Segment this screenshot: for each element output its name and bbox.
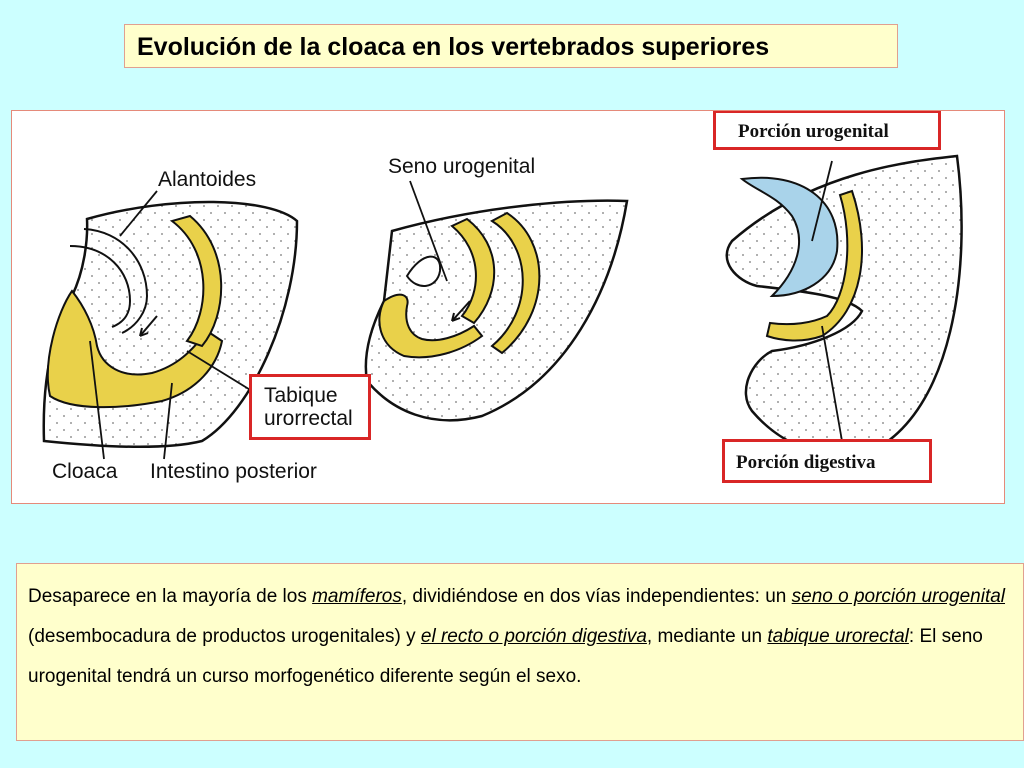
callout-tabique-urorrectal: Tabique urorrectal [249,374,371,440]
text-part-1: Desaparece en la mayoría de los [28,586,313,607]
label-intestino-posterior: Intestino posterior [150,460,317,483]
page-title: Evolución de la cloaca en los vertebrado… [137,33,770,61]
label-seno-urogenital: Seno urogenital [388,155,536,178]
stage-1-drawing [42,190,299,460]
text-part-4: , mediante un [646,626,768,647]
label-alantoides: Alantoides [158,168,257,191]
stage-2-drawing [364,180,629,422]
embryology-figure: Alantoides Cloaca Intestino posterior Se… [11,110,1005,504]
title-box: Evolución de la cloaca en los vertebrado… [124,24,898,68]
text-emphasis-tabique: tabique urorectal [767,626,909,647]
label-tabique-line1: Tabique [264,384,338,407]
label-porcion-digestiva: Porción digestiva [736,452,876,473]
description-text: Desaparece en la mayoría de los mamífero… [28,577,1018,697]
cloaca-diagram [42,154,963,460]
text-part-3: (desembocadura de productos urogenitales… [28,626,421,647]
text-emphasis-mamiferos: mamíferos [312,586,402,607]
callout-porcion-urogenital: Porción urogenital [713,111,941,150]
text-part-2: , dividiéndose en dos vías independiente… [401,586,792,607]
label-porcion-urogenital: Porción urogenital [738,121,889,142]
label-cloaca: Cloaca [52,460,118,483]
text-emphasis-recto: el recto o porción digestiva [420,626,647,647]
text-emphasis-seno: seno o porción urogenital [791,586,1006,607]
stage-3-drawing [725,154,963,456]
callout-porcion-digestiva: Porción digestiva [722,439,932,483]
description-box: Desaparece en la mayoría de los mamífero… [16,563,1024,741]
label-tabique-line2: urorrectal [264,407,353,430]
text-part-5: : El seno urogenital tendrá un curso mor… [28,626,983,687]
